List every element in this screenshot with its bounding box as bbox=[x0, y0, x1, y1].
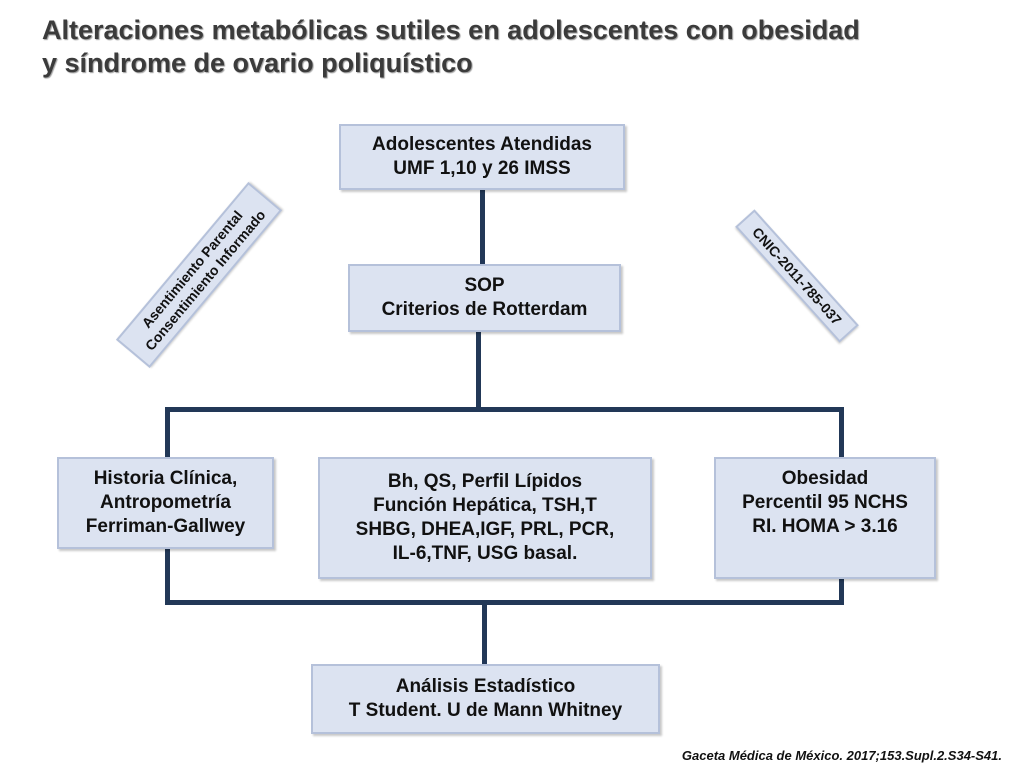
node-obesidad-line-3: RI. HOMA > 3.16 bbox=[752, 516, 898, 537]
connector-merge-analisis bbox=[482, 603, 487, 665]
title-line-1: Alteraciones metabólicas sutiles en adol… bbox=[42, 15, 860, 45]
node-obesidad-line-2: Percentil 95 NCHS bbox=[742, 492, 908, 513]
tag-cnic: CNIC-2011-785-037 bbox=[735, 209, 859, 343]
node-historia: Historia Clínica, Antropometría Ferriman… bbox=[57, 457, 274, 549]
node-historia-line-1: Historia Clínica, bbox=[93, 468, 238, 489]
node-bioquimica-line-3: SHBG, DHEA,IGF, PRL, PCR, bbox=[355, 519, 615, 540]
connector-left-up bbox=[165, 548, 170, 605]
node-sop-line-2: Criterios de Rotterdam bbox=[381, 299, 588, 320]
node-adolescentes-line-1: Adolescentes Atendidas bbox=[372, 134, 592, 155]
connector-right-up bbox=[839, 578, 844, 605]
node-obesidad-line-1: Obesidad bbox=[781, 468, 869, 489]
node-adolescentes: Adolescentes Atendidas UMF 1,10 y 26 IMS… bbox=[339, 124, 625, 190]
node-analisis: Análisis Estadístico T Student. U de Man… bbox=[311, 664, 660, 734]
node-sop: SOP Criterios de Rotterdam bbox=[348, 264, 621, 332]
tag-consentimiento-line-1: Asentimiento Parental bbox=[138, 207, 246, 331]
tag-consentimiento-line-2: Consentimiento Informado bbox=[141, 206, 269, 354]
node-bioquimica-line-2: Función Hepática, TSH,T bbox=[373, 495, 597, 516]
node-obesidad: Obesidad Percentil 95 NCHS RI. HOMA > 3.… bbox=[714, 457, 936, 579]
connector-adolescentes-sop bbox=[480, 188, 485, 266]
node-analisis-line-2: T Student. U de Mann Whitney bbox=[348, 700, 623, 721]
node-historia-line-2: Antropometría bbox=[100, 492, 231, 513]
node-bioquimica: Bh, QS, Perfil Lípidos Función Hepática,… bbox=[318, 457, 652, 579]
node-historia-line-3: Ferriman-Gallwey bbox=[85, 516, 246, 537]
title-line-2: y síndrome de ovario poliquístico bbox=[42, 48, 473, 78]
connector-bottom-merge bbox=[165, 600, 844, 605]
node-adolescentes-line-2: UMF 1,10 y 26 IMSS bbox=[393, 158, 571, 179]
node-bioquimica-line-4: IL-6,TNF, USG basal. bbox=[392, 543, 578, 564]
connector-right-down bbox=[839, 407, 844, 459]
connector-sop-branch bbox=[476, 331, 481, 411]
slide-title: Alteraciones metabólicas sutiles en adol… bbox=[42, 14, 1002, 80]
connector-left-down bbox=[165, 407, 170, 459]
tag-cnic-line-1: CNIC-2011-785-037 bbox=[749, 223, 846, 328]
node-bioquimica-line-1: Bh, QS, Perfil Lípidos bbox=[387, 471, 583, 492]
node-sop-line-1: SOP bbox=[464, 275, 505, 296]
connector-top-branch bbox=[165, 407, 844, 412]
node-analisis-line-1: Análisis Estadístico bbox=[395, 676, 576, 697]
citation-footer: Gaceta Médica de México. 2017;153.Supl.2… bbox=[681, 748, 1002, 763]
tag-consentimiento: Asentimiento Parental Consentimiento Inf… bbox=[115, 181, 283, 369]
